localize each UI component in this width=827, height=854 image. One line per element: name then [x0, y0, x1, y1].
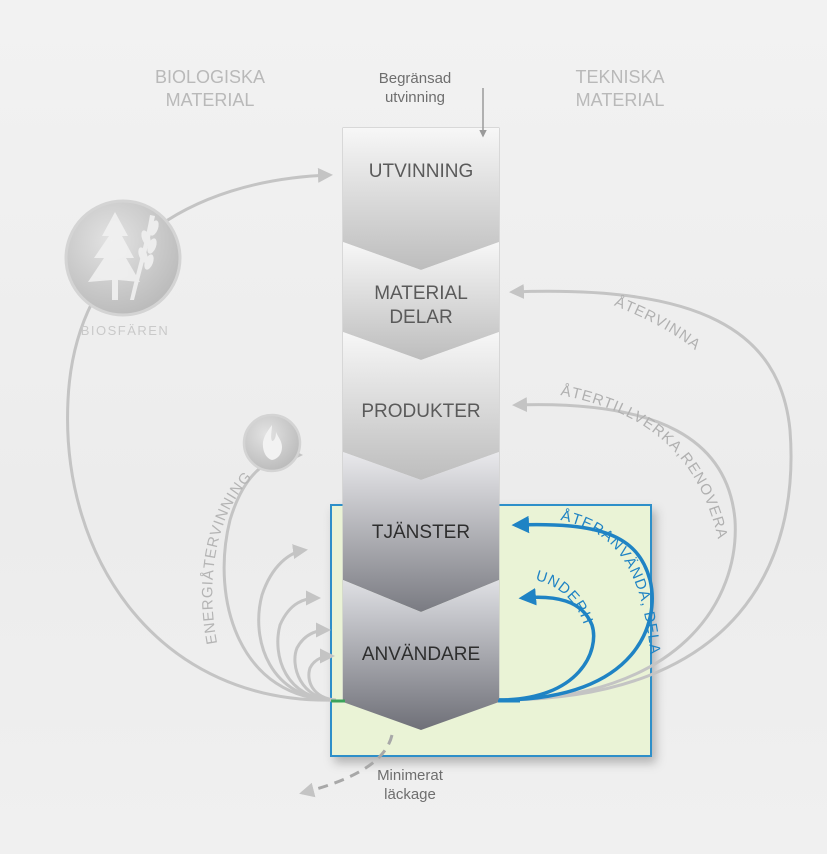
tree-and-wheat-icon	[64, 199, 182, 317]
biosphere-loop-arrow	[66, 167, 337, 702]
bio-loop-arrow-4	[307, 648, 337, 702]
limited-extraction-note: Begränsad utvinning	[355, 70, 475, 108]
stage-label-tjanster: TJÄNSTER	[331, 521, 511, 545]
technical-materials-header: TEKNISKA MATERIAL	[540, 66, 700, 111]
minimized-leakage-note: Minimerat läckage	[360, 767, 460, 805]
reuse-share-arrow	[498, 515, 654, 702]
stage-label-utvinning: UTVINNING	[331, 160, 511, 184]
biological-header-line-1: BIOLOGISKA	[154, 67, 266, 87]
stage-produkter-line-1: PRODUKTER	[361, 401, 481, 422]
stage-label-material: MATERIAL DELAR	[331, 282, 511, 330]
stage-shape-utvinning	[343, 128, 499, 270]
stage-material-line-2: DELAR	[389, 306, 453, 328]
maintain-arrow	[498, 588, 596, 702]
biosphere-label: BIOSFÄREN	[80, 323, 170, 338]
technical-header-line-1: TEKNISKA	[575, 67, 665, 87]
bio-loop-arrow-2	[276, 590, 337, 702]
leakage-arrow	[299, 734, 394, 798]
stage-anvandare-line-1: ANVÄNDARE	[361, 644, 481, 665]
bio-loop-arrow-3	[293, 622, 337, 702]
stage-label-anvandare: ANVÄNDARE	[331, 643, 511, 667]
biological-header-line-2: MATERIAL	[165, 89, 255, 110]
biological-materials-header: BIOLOGISKA MATERIAL	[130, 66, 290, 111]
stage-material-line-1: MATERIAL	[374, 283, 468, 304]
bio-loop-arrow-1	[257, 544, 337, 702]
stage-label-produkter: PRODUKTER	[331, 400, 511, 424]
technical-header-line-2: MATERIAL	[575, 89, 665, 110]
stage-shape-tjanster	[343, 452, 499, 612]
stage-shape-produkter	[343, 332, 499, 480]
minimized-leakage-line-2: läckage	[384, 785, 436, 803]
remanufacture-arrow	[498, 397, 737, 702]
limited-extraction-line-2: utvinning	[384, 88, 446, 106]
flame-icon	[242, 413, 302, 473]
stage-shape-material	[343, 242, 499, 360]
stage-shape-anvandare	[343, 580, 499, 730]
minimized-leakage-line-1: Minimerat	[377, 767, 443, 784]
limited-extraction-line-1: Begränsad	[378, 70, 452, 87]
stage-utvinning-line-1: UTVINNING	[368, 161, 474, 182]
stage-tjanster-line-1: TJÄNSTER	[371, 522, 471, 543]
recycle-arrow	[498, 284, 793, 702]
energy-recovery-label: ENERGIÅTERVINNING	[199, 468, 255, 646]
